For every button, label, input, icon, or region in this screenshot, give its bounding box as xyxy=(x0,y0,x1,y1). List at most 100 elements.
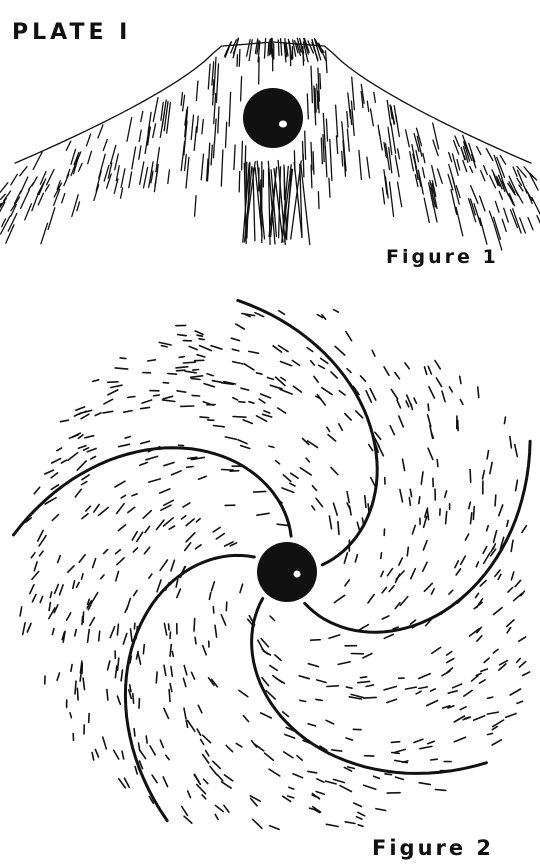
spiral-dash xyxy=(148,360,156,361)
spiral-dash xyxy=(257,416,267,422)
spiral-dash xyxy=(326,781,337,784)
spiral-dash xyxy=(185,371,196,373)
spiral-dash xyxy=(326,824,338,826)
spiral-dash xyxy=(504,417,505,424)
spiral-dash xyxy=(164,463,174,466)
spiral-dash xyxy=(446,512,447,524)
spiral-dash xyxy=(270,826,279,830)
spiral-dash xyxy=(171,560,175,571)
spiral-dash xyxy=(366,685,374,687)
spiral-dash xyxy=(68,453,78,460)
spiral-dash xyxy=(261,394,271,398)
spiral-dash xyxy=(365,496,366,508)
spiral-dash xyxy=(445,491,447,497)
figure-2-caption: Figure 2 xyxy=(372,836,494,860)
spiral-dash xyxy=(118,525,125,531)
spiral-dash xyxy=(448,691,457,693)
spiral-dash xyxy=(249,402,254,404)
spiral-dash xyxy=(50,592,51,598)
spiral-dash xyxy=(115,481,125,487)
spiral-dash xyxy=(307,348,313,352)
spiral-dash xyxy=(125,778,130,787)
spiral-dash xyxy=(364,697,377,698)
spiral-dash xyxy=(197,335,202,336)
spiral-dash xyxy=(321,358,328,363)
spiral-dash xyxy=(346,687,352,688)
spiral-dash xyxy=(150,746,155,755)
spiral-dash xyxy=(447,659,454,663)
spiral-dash xyxy=(261,713,272,718)
spiral-dash xyxy=(488,697,493,698)
spiral-dash xyxy=(346,738,353,740)
spiral-dash xyxy=(75,489,81,497)
spiral-dash xyxy=(77,583,80,588)
spiral-dash xyxy=(403,459,405,471)
spiral-dash xyxy=(203,735,211,743)
spiral-dash xyxy=(215,814,218,819)
spiral-dash xyxy=(140,750,146,758)
spiral-dash xyxy=(146,456,158,459)
spiral-dash xyxy=(449,387,452,392)
spiral-dash xyxy=(493,720,504,727)
spiral-dash xyxy=(510,437,512,448)
spiral-dash xyxy=(91,457,96,460)
spiral-dash xyxy=(317,395,325,405)
spiral-dash xyxy=(348,767,355,769)
spiral-dash xyxy=(157,520,165,529)
spiral-dash xyxy=(73,581,75,589)
spiral-dash xyxy=(414,739,423,742)
spiral-dash xyxy=(288,796,294,798)
spiral-dash xyxy=(197,785,206,794)
spiral-dash xyxy=(381,571,383,576)
spiral-dash xyxy=(476,673,481,675)
spiral-dash xyxy=(168,374,177,375)
spiral-dash xyxy=(432,647,441,653)
spiral-dash xyxy=(86,506,91,511)
spiral-dash xyxy=(160,560,167,570)
spiral-dash xyxy=(316,699,322,700)
spiral-dash xyxy=(427,509,428,520)
spiral-dash xyxy=(453,684,462,688)
spiral-dash xyxy=(357,817,362,819)
spiral-dash xyxy=(193,370,199,371)
spiral-dash xyxy=(394,749,405,752)
spiral-dash xyxy=(281,362,292,366)
spiral-dash xyxy=(138,652,141,664)
spiral-dash xyxy=(184,708,186,719)
spiral-dash xyxy=(483,471,485,479)
spiral-dash xyxy=(419,783,430,785)
spiral-dash xyxy=(419,497,420,504)
spiral-dash xyxy=(363,654,372,658)
spiral-dash xyxy=(409,498,410,506)
spiral-dash xyxy=(233,398,238,400)
spiral-dash xyxy=(140,463,147,466)
spiral-dash xyxy=(88,630,90,643)
spiral-dash xyxy=(361,376,366,381)
spiral-dash xyxy=(108,390,118,395)
spiral-dash xyxy=(334,595,344,602)
spiral-dash xyxy=(276,678,284,683)
spiral-dash xyxy=(331,467,338,474)
spiral-dash xyxy=(354,803,362,807)
spiral-dash xyxy=(306,458,309,462)
spiral-dash xyxy=(115,666,116,678)
spiral-dash xyxy=(182,516,186,519)
spiral-dash xyxy=(125,437,130,439)
spiral-dash xyxy=(258,640,264,651)
spiral-dash xyxy=(194,619,195,632)
spiral-dash xyxy=(177,589,181,597)
spiral-dash xyxy=(216,534,224,539)
spiral-dash xyxy=(108,661,110,670)
spiral-dash xyxy=(195,331,203,335)
spiral-dash xyxy=(372,350,375,356)
spiral-dash xyxy=(252,741,257,747)
spiral-dash xyxy=(70,713,71,718)
spiral-dash xyxy=(523,672,530,676)
spiral-dash xyxy=(360,677,366,678)
spiral-dash xyxy=(474,716,485,721)
spiral-dash xyxy=(49,603,50,611)
spiral-dash xyxy=(382,587,386,593)
spiral-dash xyxy=(270,666,277,671)
spiral-dash xyxy=(293,774,303,778)
spiral-dash xyxy=(171,667,172,677)
